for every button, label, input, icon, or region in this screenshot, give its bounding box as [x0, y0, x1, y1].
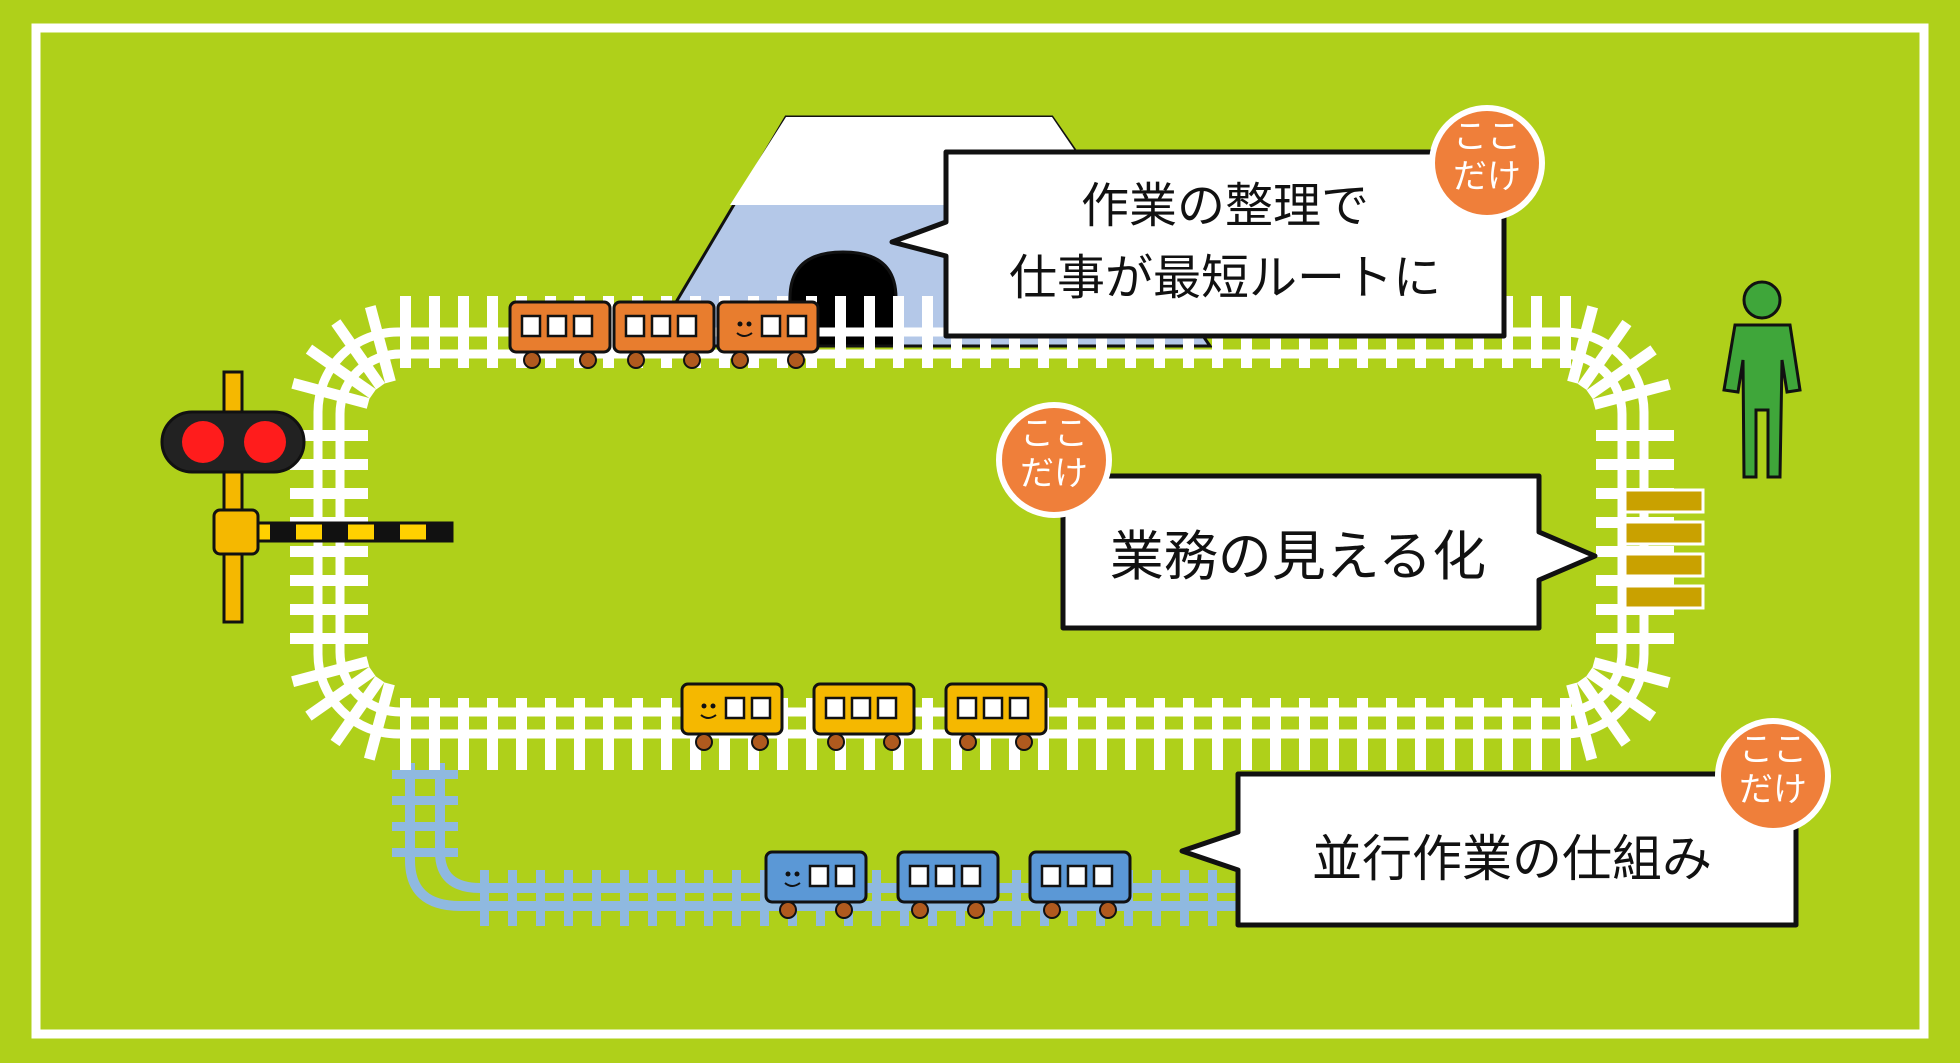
train-car [508, 300, 612, 369]
track-tie [1596, 633, 1674, 644]
train-car [944, 682, 1048, 751]
track-tie [1596, 575, 1674, 586]
train-car [680, 682, 784, 751]
train-car [716, 300, 820, 369]
branch-track-tie [392, 848, 458, 857]
train-car [812, 682, 916, 751]
branch-track-tie [620, 870, 629, 926]
crossing-gate-icon [212, 508, 454, 556]
branch-track-tie [732, 870, 741, 926]
branch-track-tie [1180, 870, 1189, 926]
branch-track-tie [508, 870, 517, 926]
branch-track-tie [480, 870, 489, 926]
branch-track-tie [392, 770, 458, 779]
train-car [764, 850, 868, 919]
track-tie [291, 656, 370, 688]
track-tie [290, 546, 368, 557]
badge-middle-line2: だけ [1020, 454, 1088, 494]
callout-parallel: 並行作業の仕組み [1179, 771, 1799, 928]
badge-middle-line1: ここ [1020, 414, 1088, 454]
track-tie [364, 305, 396, 384]
track-tie [290, 575, 368, 586]
train-blue [764, 850, 1132, 919]
branch-track-tie [1208, 870, 1217, 926]
branch-track-tie [872, 870, 881, 926]
badge-bottom: ここ だけ [1715, 718, 1831, 834]
track-tie [1592, 657, 1671, 689]
badge-bottom-line2: だけ [1739, 770, 1807, 810]
train-car [612, 300, 716, 369]
track-tie [1596, 430, 1674, 441]
track-tie [290, 488, 368, 499]
train-yellow [680, 682, 1048, 751]
track-tie [1577, 319, 1632, 391]
train-car [1028, 850, 1132, 919]
branch-track-tie [1012, 870, 1021, 926]
track-tie [305, 666, 376, 721]
track-tie [291, 377, 370, 409]
branch-track-tie [392, 796, 458, 805]
branch-track-tie [648, 870, 657, 926]
track-tie [330, 675, 385, 747]
branch-track-tie [592, 870, 601, 926]
branch-track-tie [536, 870, 545, 926]
white-frame [31, 23, 1929, 1039]
branch-track-tie [1152, 870, 1161, 926]
track-tie [1576, 676, 1631, 747]
track-tie [1585, 667, 1657, 722]
branch-track-tie [564, 870, 573, 926]
track-tie [1566, 682, 1598, 761]
badge-middle: ここ だけ [996, 402, 1112, 518]
track-tie [331, 319, 386, 390]
train-orange [508, 300, 820, 369]
badge-top-line1: ここ [1453, 117, 1521, 157]
track-tie [290, 459, 368, 470]
branch-track-tie [392, 822, 458, 831]
callout-visualization: 業務の見える化 [1060, 473, 1598, 631]
track-tie [1586, 345, 1657, 400]
callout-parallel-text: 並行作業の仕組み [1312, 830, 1712, 888]
track-tie [1567, 305, 1599, 384]
branch-track-tie [704, 870, 713, 926]
track-tie [305, 344, 377, 399]
crosswalk [1623, 488, 1705, 610]
branch-track-tie [760, 870, 769, 926]
branch-track-tie [676, 870, 685, 926]
railroad-crossing-signal-icon [160, 370, 306, 624]
badge-top: ここ だけ [1429, 105, 1545, 221]
callout-shortest-route-line1: 作業の整理で [1081, 178, 1369, 234]
track-tie [290, 604, 368, 615]
callout-visualization-text: 業務の見える化 [1110, 525, 1486, 588]
person-icon [1722, 280, 1802, 479]
badge-bottom-line1: ここ [1739, 730, 1807, 770]
track-tie [363, 682, 395, 761]
track-tie [290, 633, 368, 644]
track-tie [1596, 459, 1674, 470]
track-tie [1592, 378, 1671, 410]
callout-shortest-route-line2: 仕事が最短ルートに [1009, 250, 1441, 306]
callout-shortest-route: 作業の整理で 仕事が最短ルートに [889, 149, 1507, 339]
track-tie [290, 430, 368, 441]
train-car [896, 850, 1000, 919]
badge-top-line2: だけ [1453, 157, 1521, 197]
track-tie [1596, 546, 1674, 557]
